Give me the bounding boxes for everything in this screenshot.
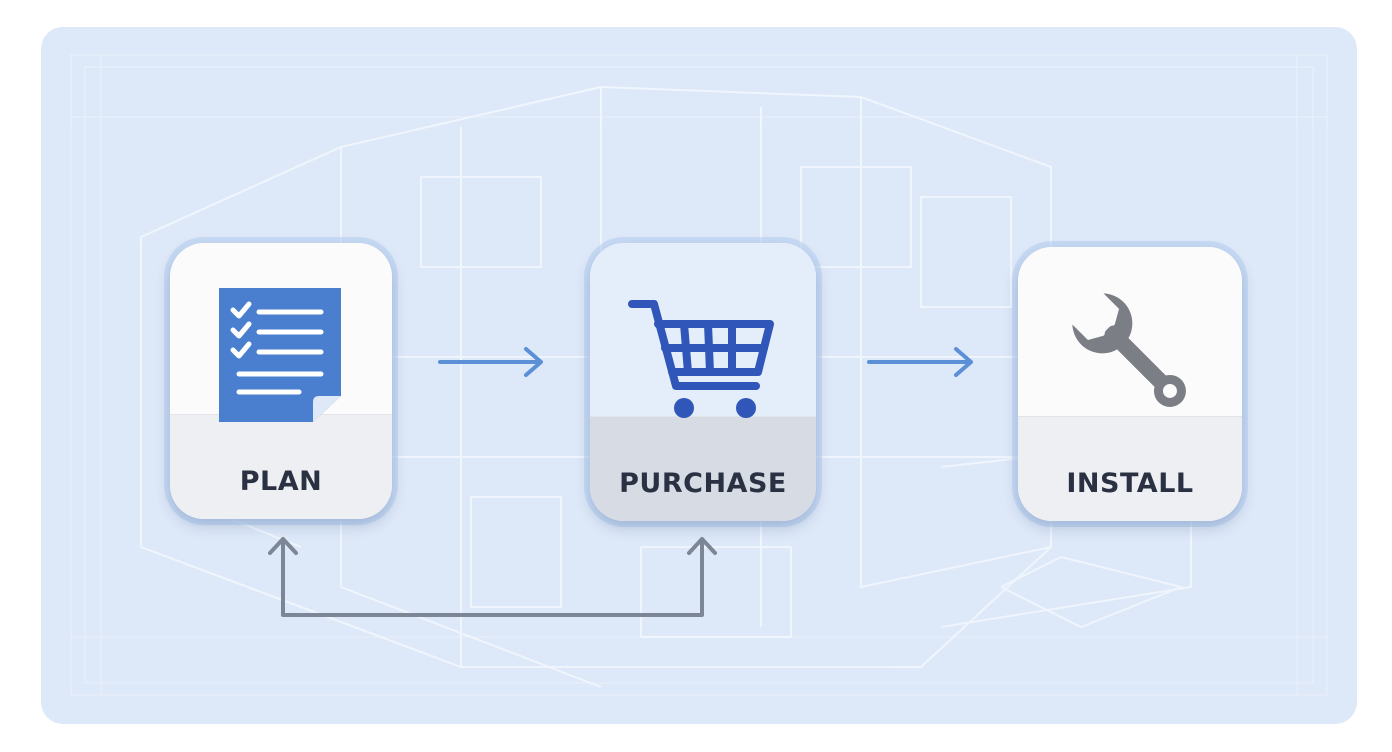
plan-step-label: PLAN <box>239 466 323 497</box>
arrow-plan-to-purchase <box>438 347 543 377</box>
install-step-label: INSTALL <box>1066 468 1194 499</box>
install-card-label-area <box>1018 416 1242 521</box>
purchase-card-icon-area <box>590 243 816 421</box>
checklist-document-icon <box>219 288 341 422</box>
feedback-loop-arrows <box>268 537 717 617</box>
purchase-step-card: PURCHASE <box>590 243 816 521</box>
install-step-card: INSTALL <box>1018 247 1242 521</box>
purchase-step-label: PURCHASE <box>619 468 787 499</box>
install-card-icon-area <box>1018 247 1242 425</box>
wrench-icon <box>1072 293 1186 407</box>
diagram-panel: PLAN PURCHASE <box>41 27 1357 724</box>
shopping-cart-icon <box>628 300 774 418</box>
arrow-purchase-to-install <box>867 347 973 377</box>
plan-step-card: PLAN <box>170 243 392 519</box>
plan-card-label-area <box>170 414 392 519</box>
purchase-card-label-area <box>590 416 816 521</box>
